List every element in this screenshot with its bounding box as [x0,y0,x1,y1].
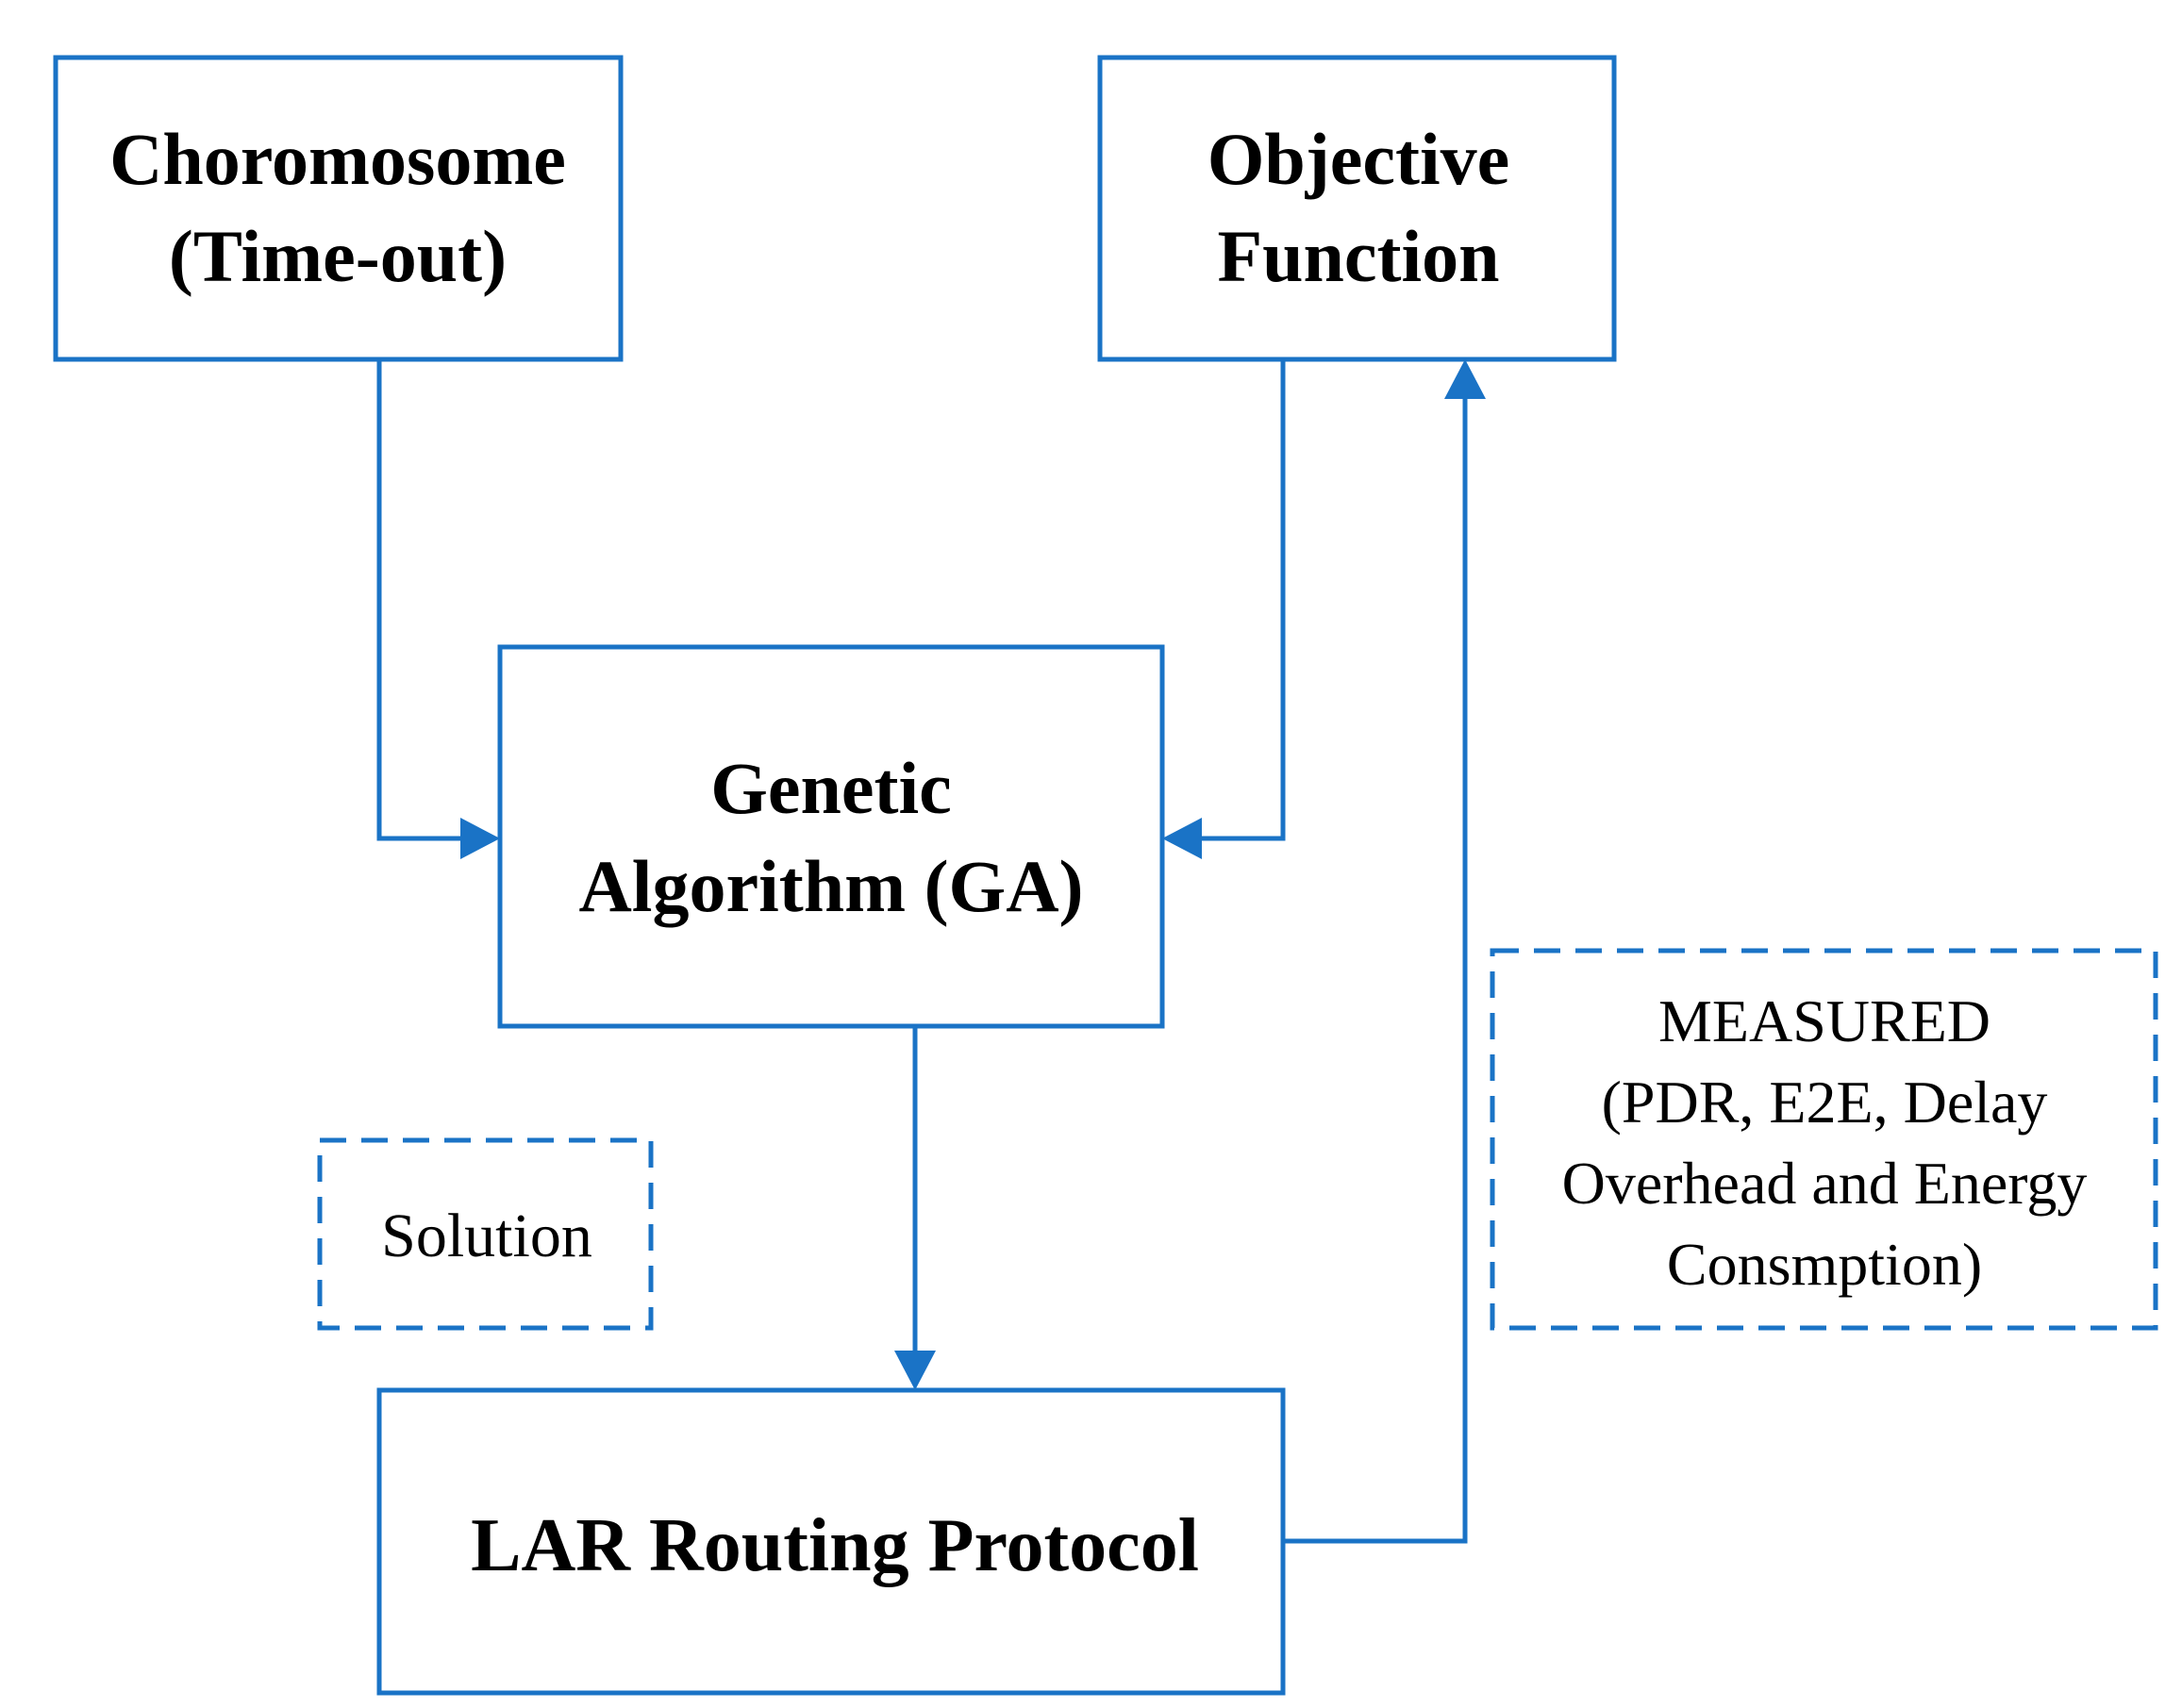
lar-routing-protocol-node: LAR Routing Protocol [376,1387,1286,1696]
connector-chromosome-to-ga [376,359,500,859]
objective-function-label-line1: Objective [1208,118,1510,200]
chromosome-box [53,55,624,362]
measured-box [1490,948,2158,1331]
measured-node: MEASURED (PDR, E2E, Delay Overhead and E… [1490,948,2158,1331]
connector-lar-to-objective-line [1283,388,1468,1544]
genetic-algorithm-label-line1: Genetic [710,747,952,829]
lar-routing-protocol-label: LAR Routing Protocol [471,1504,1199,1587]
connector-lar-to-objective-arrowhead [1444,359,1486,399]
connector-lar-to-objective [1283,359,1486,1544]
connector-ga-to-lar [894,1026,936,1390]
measured-label-line4: Consmption) [1667,1231,1982,1298]
objective-function-label-line2: Function [1217,215,1499,297]
objective-function-node: Objective Function [1097,55,1617,362]
solution-box [317,1137,654,1331]
chromosome-node: Choromosome (Time-out) [53,55,624,362]
connector-chromosome-to-ga-line [376,359,472,841]
measured-label-line3: Overhead and Energy [1562,1150,2088,1217]
connector-ga-to-lar-arrowhead [894,1351,936,1390]
connector-chromosome-to-ga-arrowhead [460,818,500,859]
solution-label: Solution [381,1202,592,1270]
connector-objective-to-ga [1162,359,1286,859]
objective-function-box [1097,55,1617,362]
measured-label-line1: MEASURED [1658,987,1990,1054]
solution-node: Solution [317,1137,654,1331]
genetic-algorithm-node: Genetic Algorithm (GA) [497,644,1165,1029]
genetic-algorithm-box [497,644,1165,1029]
connector-objective-to-ga-line [1191,359,1286,841]
measured-label-line2: (PDR, E2E, Delay [1602,1069,2048,1136]
chromosome-label-line2: (Time-out) [169,215,507,297]
genetic-algorithm-label-line2: Algorithm (GA) [578,845,1083,927]
connector-objective-to-ga-arrowhead [1162,818,1202,859]
chromosome-label-line1: Choromosome [109,118,566,200]
